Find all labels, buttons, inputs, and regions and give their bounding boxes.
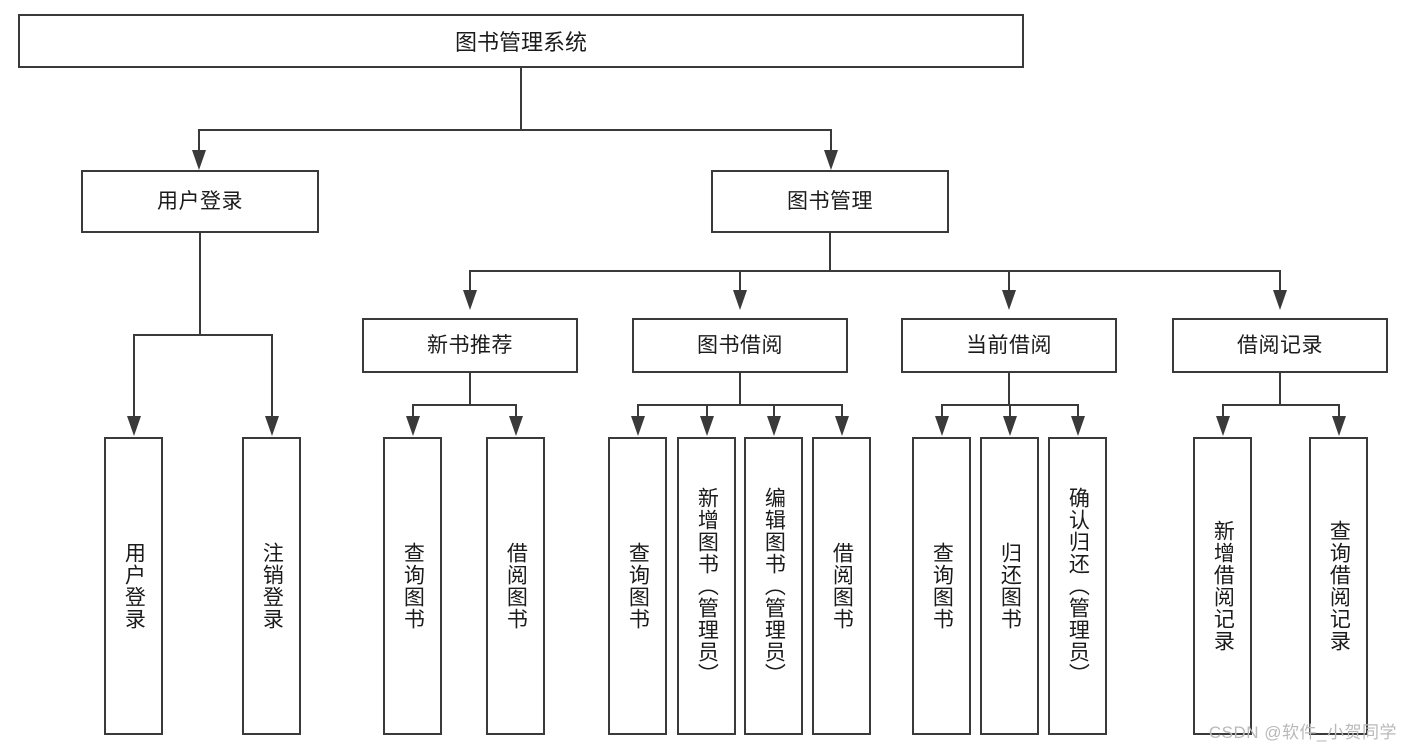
arrow-to-new-book bbox=[463, 290, 477, 310]
connector-current-borrow-stem bbox=[1008, 373, 1010, 405]
connector-book-manage-drop-3 bbox=[1008, 270, 1010, 292]
arrow-to-leaf-user-login bbox=[127, 416, 141, 436]
connector-user-login-bus bbox=[133, 334, 273, 336]
leaf-query-borrow-record[interactable]: 查询借阅记录 bbox=[1309, 437, 1368, 735]
arrow-to-leaf-borrow-book-1 bbox=[509, 416, 523, 436]
connector-borrow-record-drop-1 bbox=[1222, 404, 1224, 418]
node-label: 查询图书 bbox=[401, 542, 425, 630]
connector-new-book-bus bbox=[412, 404, 517, 406]
node-label: 图书借阅 bbox=[697, 333, 783, 357]
arrow-to-leaf-borrow-book-2 bbox=[835, 416, 849, 436]
leaf-confirm-return-admin[interactable]: 确认归还（管理员） bbox=[1048, 437, 1107, 735]
arrow-to-leaf-query-record bbox=[1332, 416, 1346, 436]
connector-user-login-drop-1 bbox=[133, 334, 135, 418]
arrow-to-leaf-query-book-3 bbox=[935, 416, 949, 436]
leaf-user-login[interactable]: 用户登录 bbox=[104, 437, 163, 735]
connector-borrow-record-stem bbox=[1279, 373, 1281, 405]
node-label: 借阅图书 bbox=[504, 542, 528, 630]
node-label: 新增借阅记录 bbox=[1211, 520, 1235, 652]
arrow-to-leaf-return-book bbox=[1003, 416, 1017, 436]
connector-borrow-record-bus bbox=[1222, 404, 1340, 406]
leaf-add-borrow-record[interactable]: 新增借阅记录 bbox=[1193, 437, 1252, 735]
leaf-add-book-admin[interactable]: 新增图书（管理员） bbox=[677, 437, 736, 735]
leaf-logout[interactable]: 注销登录 bbox=[242, 437, 301, 735]
leaf-borrow-book-new[interactable]: 借阅图书 bbox=[486, 437, 545, 735]
leaf-edit-book-admin[interactable]: 编辑图书（管理员） bbox=[744, 437, 803, 735]
node-label: 当前借阅 bbox=[966, 333, 1052, 357]
node-label: 图书管理系统 bbox=[454, 30, 587, 55]
arrow-to-leaf-query-book-2 bbox=[631, 416, 645, 436]
connector-user-login-drop-2 bbox=[271, 334, 273, 418]
node-borrow-record[interactable]: 借阅记录 bbox=[1172, 318, 1388, 373]
node-label: 确认归还（管理员） bbox=[1066, 487, 1090, 685]
arrow-to-leaf-logout bbox=[265, 416, 279, 436]
node-label: 新书推荐 bbox=[427, 333, 513, 357]
node-label: 新增图书（管理员） bbox=[695, 487, 719, 685]
connector-user-login-stem bbox=[199, 233, 201, 335]
connector-book-manage-drop-1 bbox=[469, 270, 471, 292]
node-label: 查询图书 bbox=[626, 542, 650, 630]
arrow-to-leaf-confirm-return bbox=[1071, 416, 1085, 436]
connector-book-manage-drop-4 bbox=[1279, 270, 1281, 292]
watermark-text: CSDN @软件_小贺同学 bbox=[1208, 723, 1397, 742]
connector-current-borrow-drop-1 bbox=[941, 404, 943, 418]
leaf-query-book-current[interactable]: 查询图书 bbox=[912, 437, 971, 735]
connector-book-borrow-stem bbox=[739, 373, 741, 405]
node-new-book-recommend[interactable]: 新书推荐 bbox=[362, 318, 578, 373]
leaf-return-book[interactable]: 归还图书 bbox=[980, 437, 1039, 735]
arrow-to-book-borrow bbox=[733, 290, 747, 310]
connector-root-bus bbox=[198, 129, 832, 131]
connector-book-borrow-drop-2 bbox=[706, 404, 708, 418]
arrow-to-leaf-edit-book bbox=[767, 416, 781, 436]
connector-new-book-drop-2 bbox=[515, 404, 517, 418]
connector-book-borrow-drop-4 bbox=[841, 404, 843, 418]
connector-book-manage-drop-2 bbox=[739, 270, 741, 292]
connector-new-book-stem bbox=[469, 373, 471, 405]
node-book-borrow[interactable]: 图书借阅 bbox=[632, 318, 848, 373]
connector-new-book-drop-1 bbox=[412, 404, 414, 418]
node-label: 注销登录 bbox=[260, 542, 284, 630]
node-label: 查询借阅记录 bbox=[1327, 520, 1351, 652]
node-root-system[interactable]: 图书管理系统 bbox=[18, 14, 1024, 68]
connector-book-borrow-drop-3 bbox=[773, 404, 775, 418]
leaf-query-book-borrow[interactable]: 查询图书 bbox=[608, 437, 667, 735]
connector-book-borrow-drop-1 bbox=[637, 404, 639, 418]
node-label: 归还图书 bbox=[998, 542, 1022, 630]
connector-current-borrow-drop-2 bbox=[1009, 404, 1011, 418]
arrow-to-leaf-query-book-1 bbox=[406, 416, 420, 436]
connector-root-stem bbox=[520, 68, 522, 130]
node-user-login[interactable]: 用户登录 bbox=[81, 170, 319, 233]
node-label: 图书管理 bbox=[787, 189, 873, 213]
connector-borrow-record-drop-2 bbox=[1338, 404, 1340, 418]
leaf-borrow-book[interactable]: 借阅图书 bbox=[812, 437, 871, 735]
connector-book-manage-stem bbox=[829, 233, 831, 271]
connector-root-drop-right bbox=[830, 129, 832, 153]
node-current-borrow[interactable]: 当前借阅 bbox=[901, 318, 1117, 373]
arrow-to-leaf-add-record bbox=[1216, 416, 1230, 436]
arrow-to-leaf-add-book bbox=[700, 416, 714, 436]
connector-root-drop-left bbox=[198, 129, 200, 153]
node-label: 编辑图书（管理员） bbox=[762, 487, 786, 685]
connector-current-borrow-drop-3 bbox=[1077, 404, 1079, 418]
node-label: 借阅图书 bbox=[830, 542, 854, 630]
arrow-to-book-manage bbox=[824, 150, 838, 170]
node-label: 查询图书 bbox=[930, 542, 954, 630]
arrow-to-user-login bbox=[192, 150, 206, 170]
arrow-to-borrow-record bbox=[1273, 290, 1287, 310]
arrow-to-current-borrow bbox=[1002, 290, 1016, 310]
node-label: 用户登录 bbox=[157, 189, 243, 213]
connector-book-borrow-bus bbox=[637, 404, 843, 406]
node-book-manage[interactable]: 图书管理 bbox=[711, 170, 949, 233]
connector-book-manage-bus bbox=[469, 270, 1281, 272]
leaf-query-book-new[interactable]: 查询图书 bbox=[383, 437, 442, 735]
node-label: 借阅记录 bbox=[1237, 333, 1323, 357]
node-label: 用户登录 bbox=[122, 542, 146, 630]
